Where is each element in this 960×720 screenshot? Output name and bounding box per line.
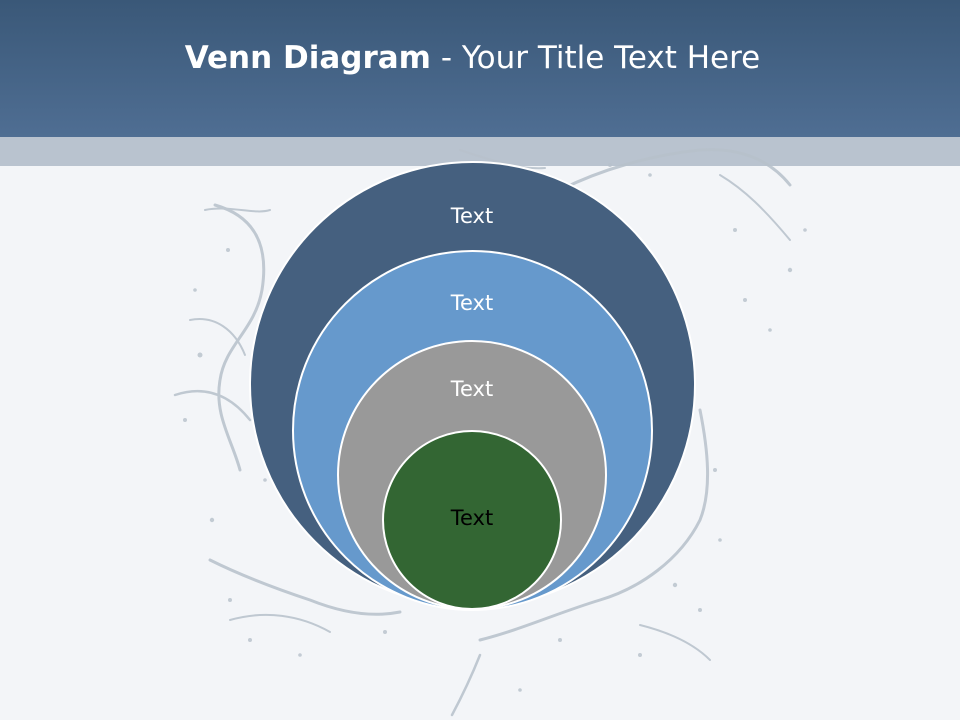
- venn-label-second: Text: [450, 291, 494, 315]
- title-bold-part: Venn Diagram: [184, 40, 431, 76]
- slide-title: Venn Diagram - Your Title Text Here: [0, 40, 945, 76]
- venn-circle-inner: [382, 430, 562, 610]
- venn-label-outer: Text: [450, 204, 494, 228]
- title-bar: Venn Diagram - Your Title Text Here: [0, 0, 960, 137]
- venn-label-inner: Text: [450, 506, 494, 530]
- title-rest-part: - Your Title Text Here: [430, 40, 761, 76]
- venn-label-third: Text: [450, 377, 494, 401]
